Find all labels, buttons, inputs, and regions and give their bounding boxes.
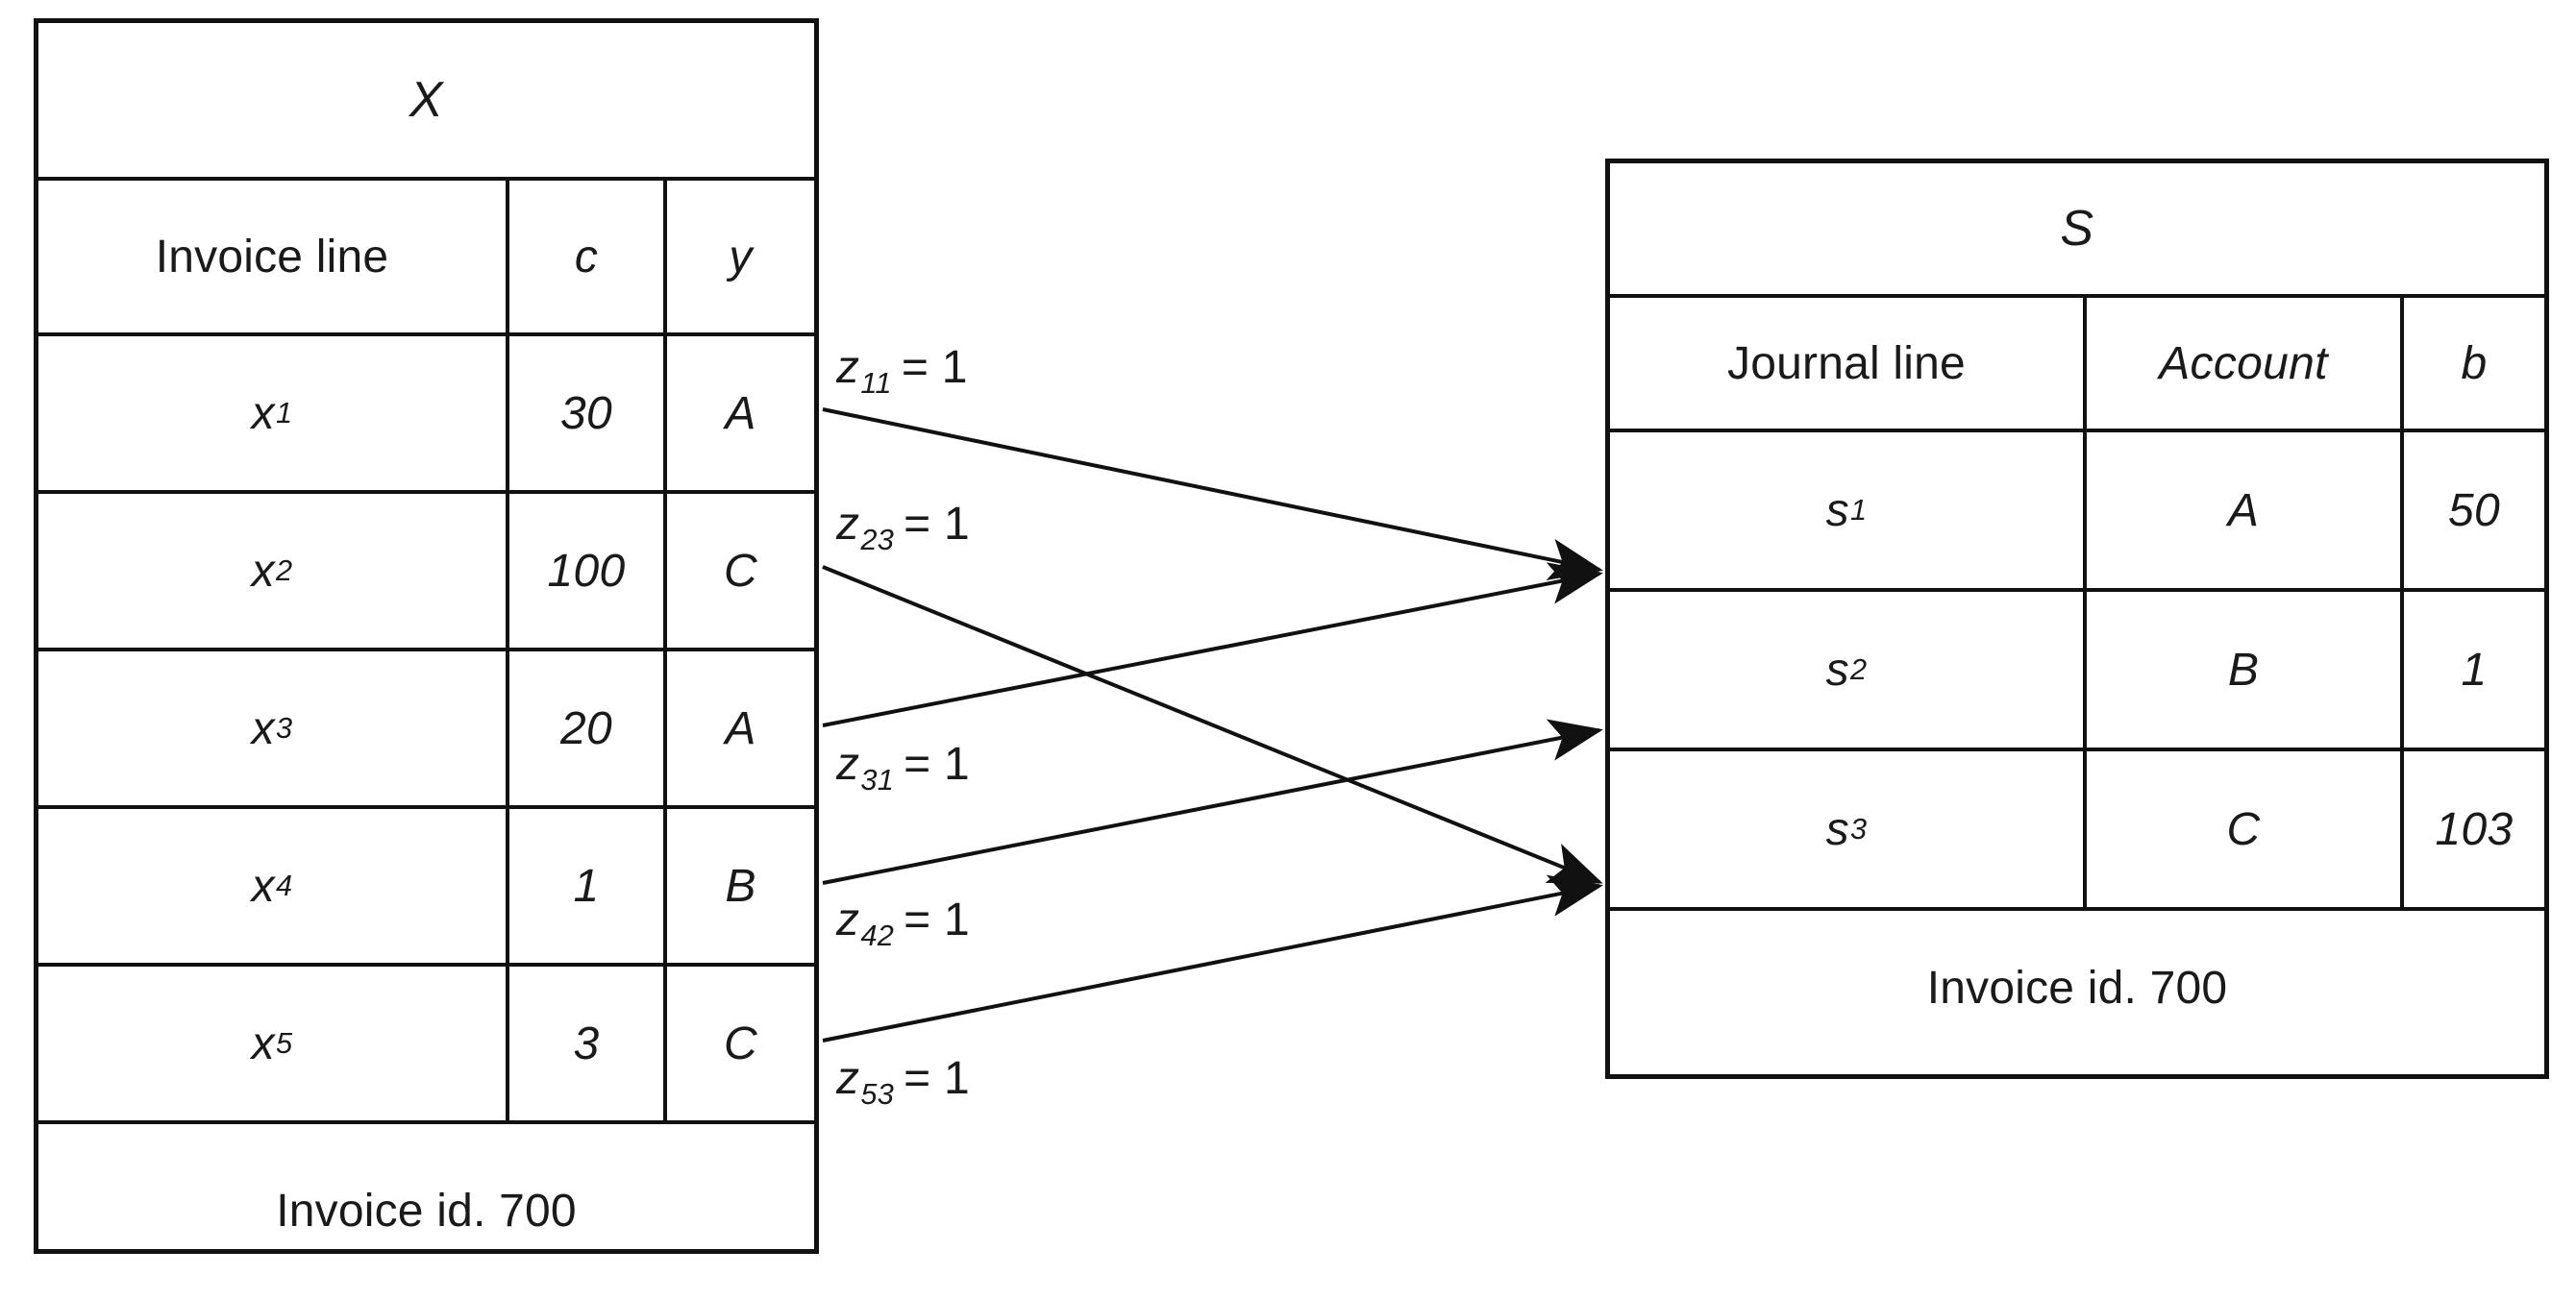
table-x-cell-y: C [724,545,757,597]
table-s-header-account: Account [2087,298,2404,429]
table-s-line-symbol: s [1825,803,1849,855]
table-s-cell-account: C [2087,751,2404,907]
arrow-label-z42-subscript: 42 [860,918,895,952]
arrow-z23 [822,565,1603,884]
table-x-line-subscript: 1 [275,396,293,429]
arrow-label-z23-equals: = 1 [904,499,971,550]
table-s-line-symbol: s [1825,644,1849,696]
table-x-line-symbol: x [251,1018,275,1069]
table-x-line-symbol: x [251,545,275,597]
table-x-cell-y: A [725,387,756,439]
arrow-label-z53-equals: = 1 [904,1053,971,1104]
arrow-label-z42: z42 = 1 [836,894,970,953]
table-s-title: S [2060,201,2094,257]
arrow-label-z53-symbol: z [836,1053,860,1104]
table-x-cell-y: A [725,702,756,754]
table-x-line-subscript: 3 [275,711,293,745]
table-x-line-subscript: 5 [275,1026,293,1060]
table-s-line-subscript: 1 [1849,493,1868,527]
table-x-line-subscript: 4 [275,869,293,902]
table-x-cell-c: 30 [509,336,667,490]
table-s-cell-b: 103 [2435,803,2514,855]
table-s-footer-row: Invoice id. 700 [1610,911,2544,1065]
table-x-line-symbol: x [251,860,275,912]
arrow-label-z11-subscript: 11 [860,365,892,400]
table-s-cell-account: A [2087,432,2404,588]
table-x-cell-c: 20 [509,651,667,805]
table-x-cell-c: 1 [509,809,667,963]
arrow-label-z42-equals: = 1 [904,895,971,945]
table-x-line-subscript: 2 [275,553,293,587]
table-x-header-c: c [509,181,667,332]
arrow-z31 [822,562,1603,727]
table-x-title-row: X [38,23,814,181]
arrow-label-z53: z53 = 1 [836,1052,970,1112]
arrow-label-z53-subscript: 53 [860,1076,895,1111]
table-s-header-row: Journal line Account b [1610,298,2544,432]
table-s-cell-b: 50 [2448,484,2500,536]
arrow-label-z42-symbol: z [836,895,860,945]
table-x-cell-y: C [724,1018,757,1069]
table-x-header-row: Invoice line c y [38,181,814,336]
arrow-label-z31: z31 = 1 [836,738,970,797]
table-x-footer-invoice-id: Invoice id. 700 [276,1185,577,1237]
arrow-label-z23-subscript: 23 [860,522,895,556]
arrow-label-z31-symbol: z [836,739,860,790]
arrow-label-z31-subscript: 31 [860,762,895,797]
table-s-line-symbol: s [1825,484,1849,536]
table-s-header-journal-line: Journal line [1610,298,2087,429]
table-x-cell-c: 3 [509,967,667,1120]
table-x-cell-c: 100 [509,494,667,648]
table-s-header-b: b [2461,337,2488,389]
table-x-header-y: y [729,231,753,282]
arrow-label-z11-equals: = 1 [901,342,968,393]
table-s-cell-b: 1 [2461,644,2488,696]
table-x-title: X [409,72,444,128]
table-s-line-subscript: 2 [1849,652,1868,686]
table-x-line-symbol: x [251,387,275,439]
table-x-line-symbol: x [251,702,275,754]
arrow-label-z11: z11 = 1 [836,341,968,401]
table-x-cell-y: B [725,860,756,912]
table-s-footer-invoice-id: Invoice id. 700 [1926,962,2228,1014]
table-s-line-subscript: 3 [1849,812,1868,846]
arrow-label-z23-symbol: z [836,499,860,550]
table-x-footer-row: Invoice id. 700 [38,1124,814,1297]
table-x-header-invoice-line: Invoice line [38,181,509,332]
table-s-title-row: S [1610,163,2544,298]
table-s-cell-account: B [2087,592,2404,748]
arrow-label-z11-symbol: z [836,342,860,393]
arrow-label-z31-equals: = 1 [904,739,971,790]
arrow-label-z23: z23 = 1 [836,498,970,557]
